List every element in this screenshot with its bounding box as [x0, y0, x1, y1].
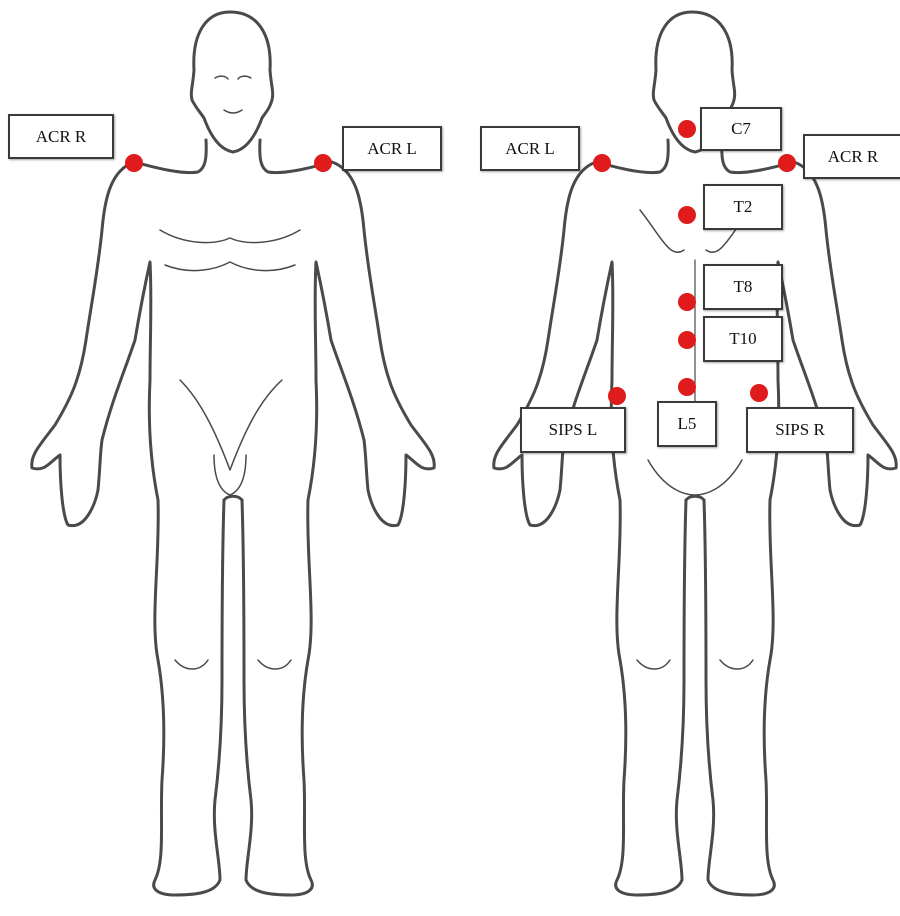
label-text: ACR L [505, 139, 555, 159]
label-back-t10: T10 [703, 316, 783, 362]
label-back-sips-left: SIPS L [520, 407, 626, 453]
label-back-sips-right: SIPS R [746, 407, 854, 453]
marker-back-c7 [678, 120, 696, 138]
label-back-t8: T8 [703, 264, 783, 310]
label-text: ACR R [36, 127, 87, 147]
label-back-t2: T2 [703, 184, 783, 230]
label-back-acr-left: ACR L [480, 126, 580, 171]
label-back-l5: L5 [657, 401, 717, 447]
label-text: ACR L [367, 139, 417, 159]
label-back-c7: C7 [700, 107, 782, 151]
marker-front-acr-right [125, 154, 143, 172]
label-text: L5 [678, 414, 697, 434]
marker-back-t8 [678, 293, 696, 311]
label-text: SIPS R [775, 420, 825, 440]
marker-back-t10 [678, 331, 696, 349]
marker-front-acr-left [314, 154, 332, 172]
marker-back-acr-left [593, 154, 611, 172]
label-text: SIPS L [549, 420, 598, 440]
label-text: T10 [729, 329, 756, 349]
marker-back-sips-right [750, 384, 768, 402]
label-text: ACR R [828, 147, 879, 167]
marker-back-l5 [678, 378, 696, 396]
label-text: T8 [734, 277, 753, 297]
marker-back-acr-right [778, 154, 796, 172]
label-front-acr-left: ACR L [342, 126, 442, 171]
label-back-acr-right: ACR R [803, 134, 900, 179]
label-text: C7 [731, 119, 751, 139]
marker-back-sips-left [608, 387, 626, 405]
label-text: T2 [734, 197, 753, 217]
label-front-acr-right: ACR R [8, 114, 114, 159]
marker-back-t2 [678, 206, 696, 224]
